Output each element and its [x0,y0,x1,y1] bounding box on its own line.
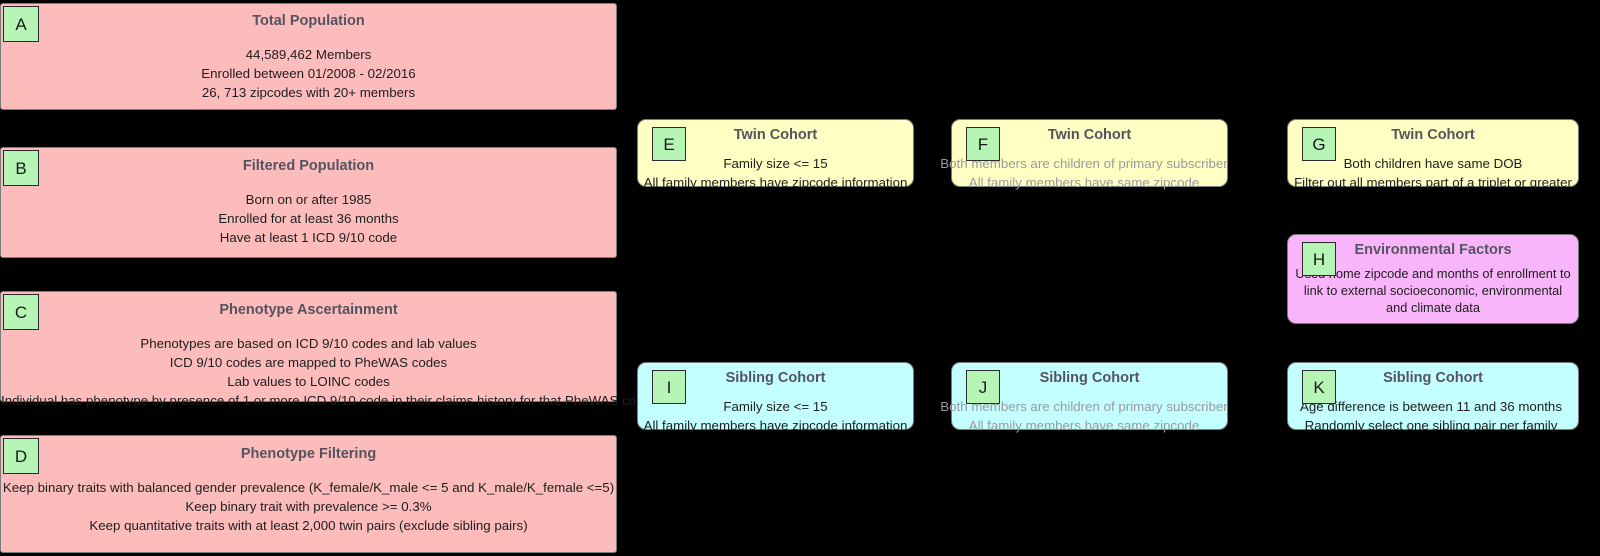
node-i-sibling-cohort[interactable]: I Sibling Cohort Family size <= 15 All f… [637,362,914,433]
node-badge-g: G [1302,127,1336,161]
node-badge-b: B [3,150,39,186]
node-k-line-2: Randomly select one sibling pair per fam… [1304,418,1558,433]
node-f-twin-cohort[interactable]: F Twin Cohort Both members are children … [940,119,1228,190]
node-b-filtered-population[interactable]: B Filtered Population Born on or after 1… [0,147,617,258]
node-badge-k: K [1302,370,1336,404]
node-j-title: Sibling Cohort [1039,370,1140,386]
node-a-line-3: 26, 713 zipcodes with 20+ members [201,85,416,100]
node-e-twin-cohort[interactable]: E Twin Cohort Family size <= 15 All fami… [637,119,914,190]
node-c-line-2: ICD 9/10 codes are mapped to PheWAS code… [169,355,448,370]
node-badge-f: F [966,127,1000,161]
node-f-line-2: All family members have same zipcode [968,175,1200,190]
node-f-title: Twin Cohort [1047,127,1132,143]
node-a-line-2: Enrolled between 01/2008 - 02/2016 [201,66,416,81]
node-c-title: Phenotype Ascertainment [219,302,398,318]
node-j-line-1: Both members are children of primary sub… [940,399,1228,414]
node-d-phenotype-filtering[interactable]: D Phenotype Filtering Keep binary traits… [0,435,617,553]
node-g-twin-cohort[interactable]: G Twin Cohort Both children have same DO… [1287,119,1579,190]
node-b-line-2: Enrolled for at least 36 months [218,211,399,226]
node-g-line-2: Filter out all members part of a triplet… [1294,175,1572,190]
node-g-title: Twin Cohort [1391,127,1475,143]
node-i-title: Sibling Cohort [725,370,826,386]
node-i-line-2: All family members have zipcode informat… [643,418,908,433]
node-e-line-2: All family members have zipcode informat… [643,175,908,190]
node-b-title: Filtered Population [242,158,375,174]
node-b-line-1: Born on or after 1985 [245,192,372,207]
node-e-title: Twin Cohort [733,127,818,143]
node-c-line-1: Phenotypes are based on ICD 9/10 codes a… [140,336,477,351]
node-f-line-1: Both members are children of primary sub… [940,156,1228,171]
node-h-line-1: Used home zipcode and months of enrollme… [1295,266,1571,315]
node-a-line-1: 44,589,462 Members [245,47,372,62]
node-a-title: Total Population [252,13,365,29]
node-badge-i: I [652,370,686,404]
node-a-total-population[interactable]: A Total Population 44,589,462 Members En… [0,3,617,110]
node-c-phenotype-ascertainment[interactable]: C Phenotype Ascertainment Phenotypes are… [0,291,651,408]
node-badge-c: C [3,294,39,330]
node-k-title: Sibling Cohort [1383,370,1483,386]
node-b-line-3: Have at least 1 ICD 9/10 code [219,230,398,245]
node-badge-j: J [966,370,1000,404]
node-badge-a: A [3,6,39,42]
node-c-line-3: Lab values to LOINC codes [227,374,390,389]
node-g-line-1: Both children have same DOB [1343,156,1523,171]
node-h-title: Environmental Factors [1354,242,1512,258]
node-j-line-2: All family members have same zipcode [968,418,1200,433]
node-d-title: Phenotype Filtering [240,446,377,462]
node-k-line-1: Age difference is between 11 and 36 mont… [1300,399,1562,414]
node-d-line-2: Keep binary trait with prevalence >= 0.3… [185,499,432,514]
node-h-environmental-factors[interactable]: H Environmental Factors Used home zipcod… [1287,234,1579,324]
node-badge-e: E [652,127,686,161]
node-badge-d: D [3,438,39,474]
node-j-sibling-cohort[interactable]: J Sibling Cohort Both members are childr… [940,362,1228,433]
node-d-line-1: Keep binary traits with balanced gender … [2,480,615,495]
node-k-sibling-cohort[interactable]: K Sibling Cohort Age difference is betwe… [1287,362,1579,433]
node-i-line-1: Family size <= 15 [723,399,828,414]
node-d-line-3: Keep quantitative traits with at least 2… [89,518,528,533]
node-badge-h: H [1302,242,1336,276]
node-c-line-4: Individual has phenotype by presence of … [1,393,651,408]
node-e-line-1: Family size <= 15 [723,156,828,171]
